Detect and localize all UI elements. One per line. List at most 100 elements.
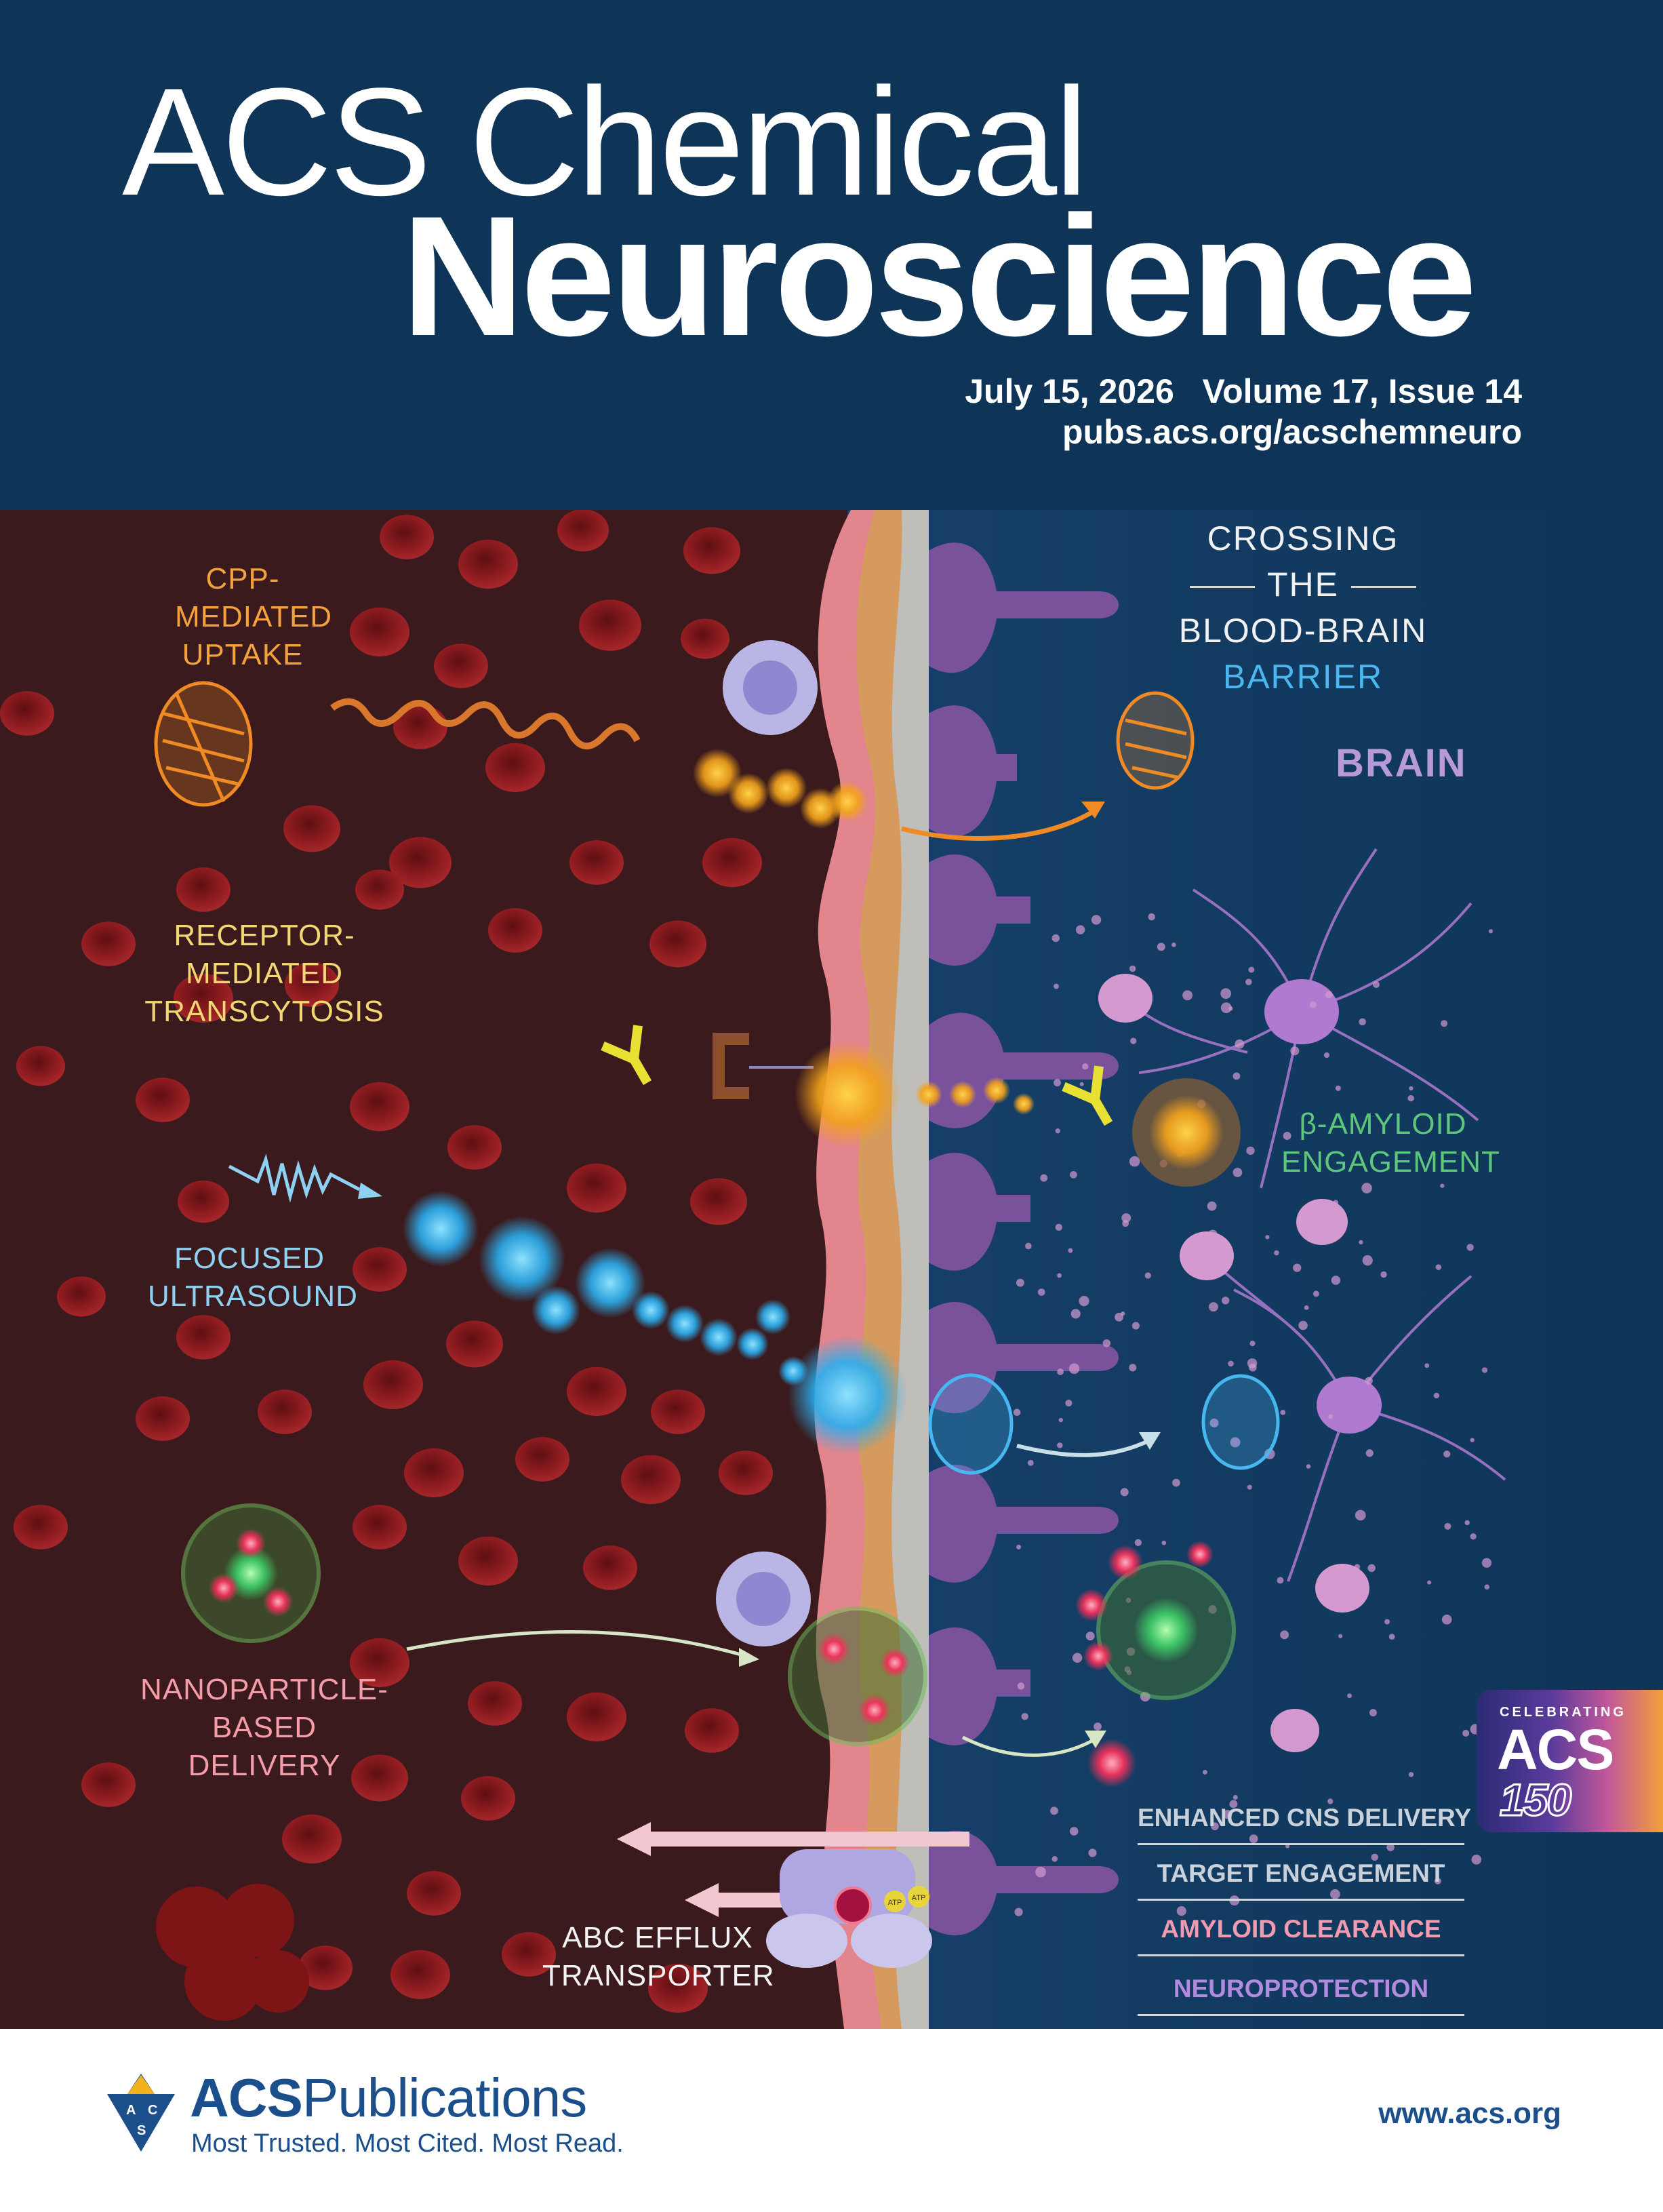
debris-dot	[1293, 1263, 1302, 1272]
emblem-letter-c: C	[148, 2103, 157, 2118]
red-blood-cell	[351, 1754, 408, 1802]
debris-dot	[1325, 991, 1333, 999]
red-blood-cell	[404, 1448, 464, 1498]
debris-dot	[1435, 1264, 1442, 1270]
debris-dot	[1070, 1170, 1077, 1179]
debris-dot	[1051, 1856, 1058, 1862]
debris-dot	[1075, 925, 1085, 934]
debris-dot	[1129, 1364, 1137, 1372]
red-blood-cell	[176, 867, 231, 912]
debris-dot	[1017, 1682, 1025, 1690]
red-blood-cell	[567, 1366, 626, 1417]
acs-website-link[interactable]: www.acs.org	[1378, 2097, 1561, 2130]
debris-dot	[1070, 1309, 1081, 1319]
red-blood-cell	[57, 1276, 106, 1317]
debris-dot	[1229, 1800, 1238, 1809]
debris-dot	[1172, 1478, 1180, 1487]
emblem-letter-s: S	[137, 2123, 146, 2138]
debris-dot	[1384, 1619, 1390, 1625]
debris-dot	[1481, 1367, 1488, 1373]
debris-dot	[1277, 1577, 1284, 1584]
protein-barrel-orange-right	[1116, 691, 1195, 790]
red-blood-cell	[683, 527, 740, 574]
debris-dot	[1057, 1442, 1063, 1448]
debris-dot	[1068, 1363, 1080, 1375]
red-blood-cell	[363, 1360, 423, 1410]
debris-dot	[1409, 1086, 1414, 1091]
debris-dot	[1290, 1046, 1300, 1056]
debris-dot	[1054, 983, 1059, 989]
debris-dot	[1333, 1200, 1339, 1206]
acs-emblem-icon[interactable]: A C S	[100, 2067, 182, 2155]
brain-region-label: BRAIN	[1336, 741, 1467, 785]
debris-dot	[1481, 1558, 1492, 1568]
outcome-neuroprotection: NEUROPROTECTION	[1138, 1975, 1464, 2016]
red-blood-cell	[461, 1776, 515, 1821]
debris-dot	[1091, 915, 1102, 925]
debris-dot	[1424, 1363, 1430, 1368]
debris-dot	[1013, 1408, 1021, 1417]
red-blood-cell	[567, 1163, 626, 1213]
debris-dot	[1233, 1795, 1238, 1800]
red-blood-cell	[350, 607, 409, 657]
debris-dot	[1144, 1272, 1151, 1279]
debris-dot	[1069, 1827, 1079, 1836]
red-blood-cell	[0, 691, 54, 736]
debris-dot	[1220, 988, 1232, 1000]
journal-title-line1: ACS Chemical	[122, 56, 1088, 227]
red-blood-cell	[690, 1178, 747, 1225]
journal-url[interactable]: pubs.acs.org/acschemneuro	[1062, 413, 1522, 451]
debris-dot	[1202, 1769, 1207, 1775]
publisher-tagline: Most Trusted. Most Cited. Most Read.	[191, 2129, 624, 2158]
red-blood-cell	[648, 1963, 708, 2013]
debris-dot	[1355, 1509, 1366, 1521]
debris-dot	[1121, 1311, 1125, 1316]
debris-dot	[1079, 1082, 1084, 1086]
red-blood-cell	[16, 1046, 65, 1086]
debris-dot	[1369, 1709, 1377, 1717]
bbb-artwork: ATP ATP	[0, 510, 1663, 2029]
cover-header: ACS Chemical Neuroscience July 15, 2026 …	[0, 0, 1663, 510]
debris-dot	[1058, 1418, 1063, 1423]
astrocyte-endfeet	[929, 542, 1119, 1935]
debris-dot	[1470, 1533, 1477, 1540]
debris-dot	[1274, 1250, 1279, 1256]
acs-publications-logo[interactable]: ACSPublications	[190, 2068, 587, 2128]
debris-dot	[1298, 1320, 1308, 1330]
debris-dot	[1065, 1399, 1073, 1407]
debris-dot	[1057, 1273, 1062, 1278]
debris-dot	[1131, 1322, 1140, 1330]
debris-dot	[1347, 1693, 1353, 1699]
red-blood-cell	[434, 644, 488, 688]
debris-dot	[1427, 1580, 1432, 1585]
debris-dot	[1283, 1132, 1291, 1141]
protein-barrel-orange-left	[154, 681, 253, 807]
debris-dot	[1115, 1312, 1124, 1322]
debris-dot	[1209, 1418, 1219, 1427]
debris-dot	[1246, 1146, 1255, 1156]
debris-dot	[1408, 1772, 1414, 1777]
debris-dot	[1265, 1235, 1270, 1240]
debris-dot	[1050, 1806, 1058, 1815]
red-blood-cell	[298, 1946, 353, 1990]
debris-dot	[1054, 1079, 1061, 1087]
red-blood-cell	[569, 840, 624, 885]
debris-dot	[1304, 1305, 1309, 1310]
debris-dot	[1040, 1174, 1048, 1182]
debris-dot	[1440, 1183, 1445, 1188]
red-blood-cell	[681, 618, 729, 659]
debris-dot	[1130, 1038, 1137, 1044]
red-blood-cell	[174, 973, 233, 1023]
debris-dot	[1359, 1018, 1366, 1026]
red-blood-cell	[702, 837, 762, 888]
red-blood-cell	[390, 1950, 450, 2000]
debris-dot	[1121, 1213, 1131, 1223]
red-blood-cell	[283, 805, 340, 852]
red-blood-cell	[468, 1681, 522, 1726]
debris-dot	[1433, 1392, 1440, 1399]
red-blood-cell	[14, 1505, 68, 1549]
